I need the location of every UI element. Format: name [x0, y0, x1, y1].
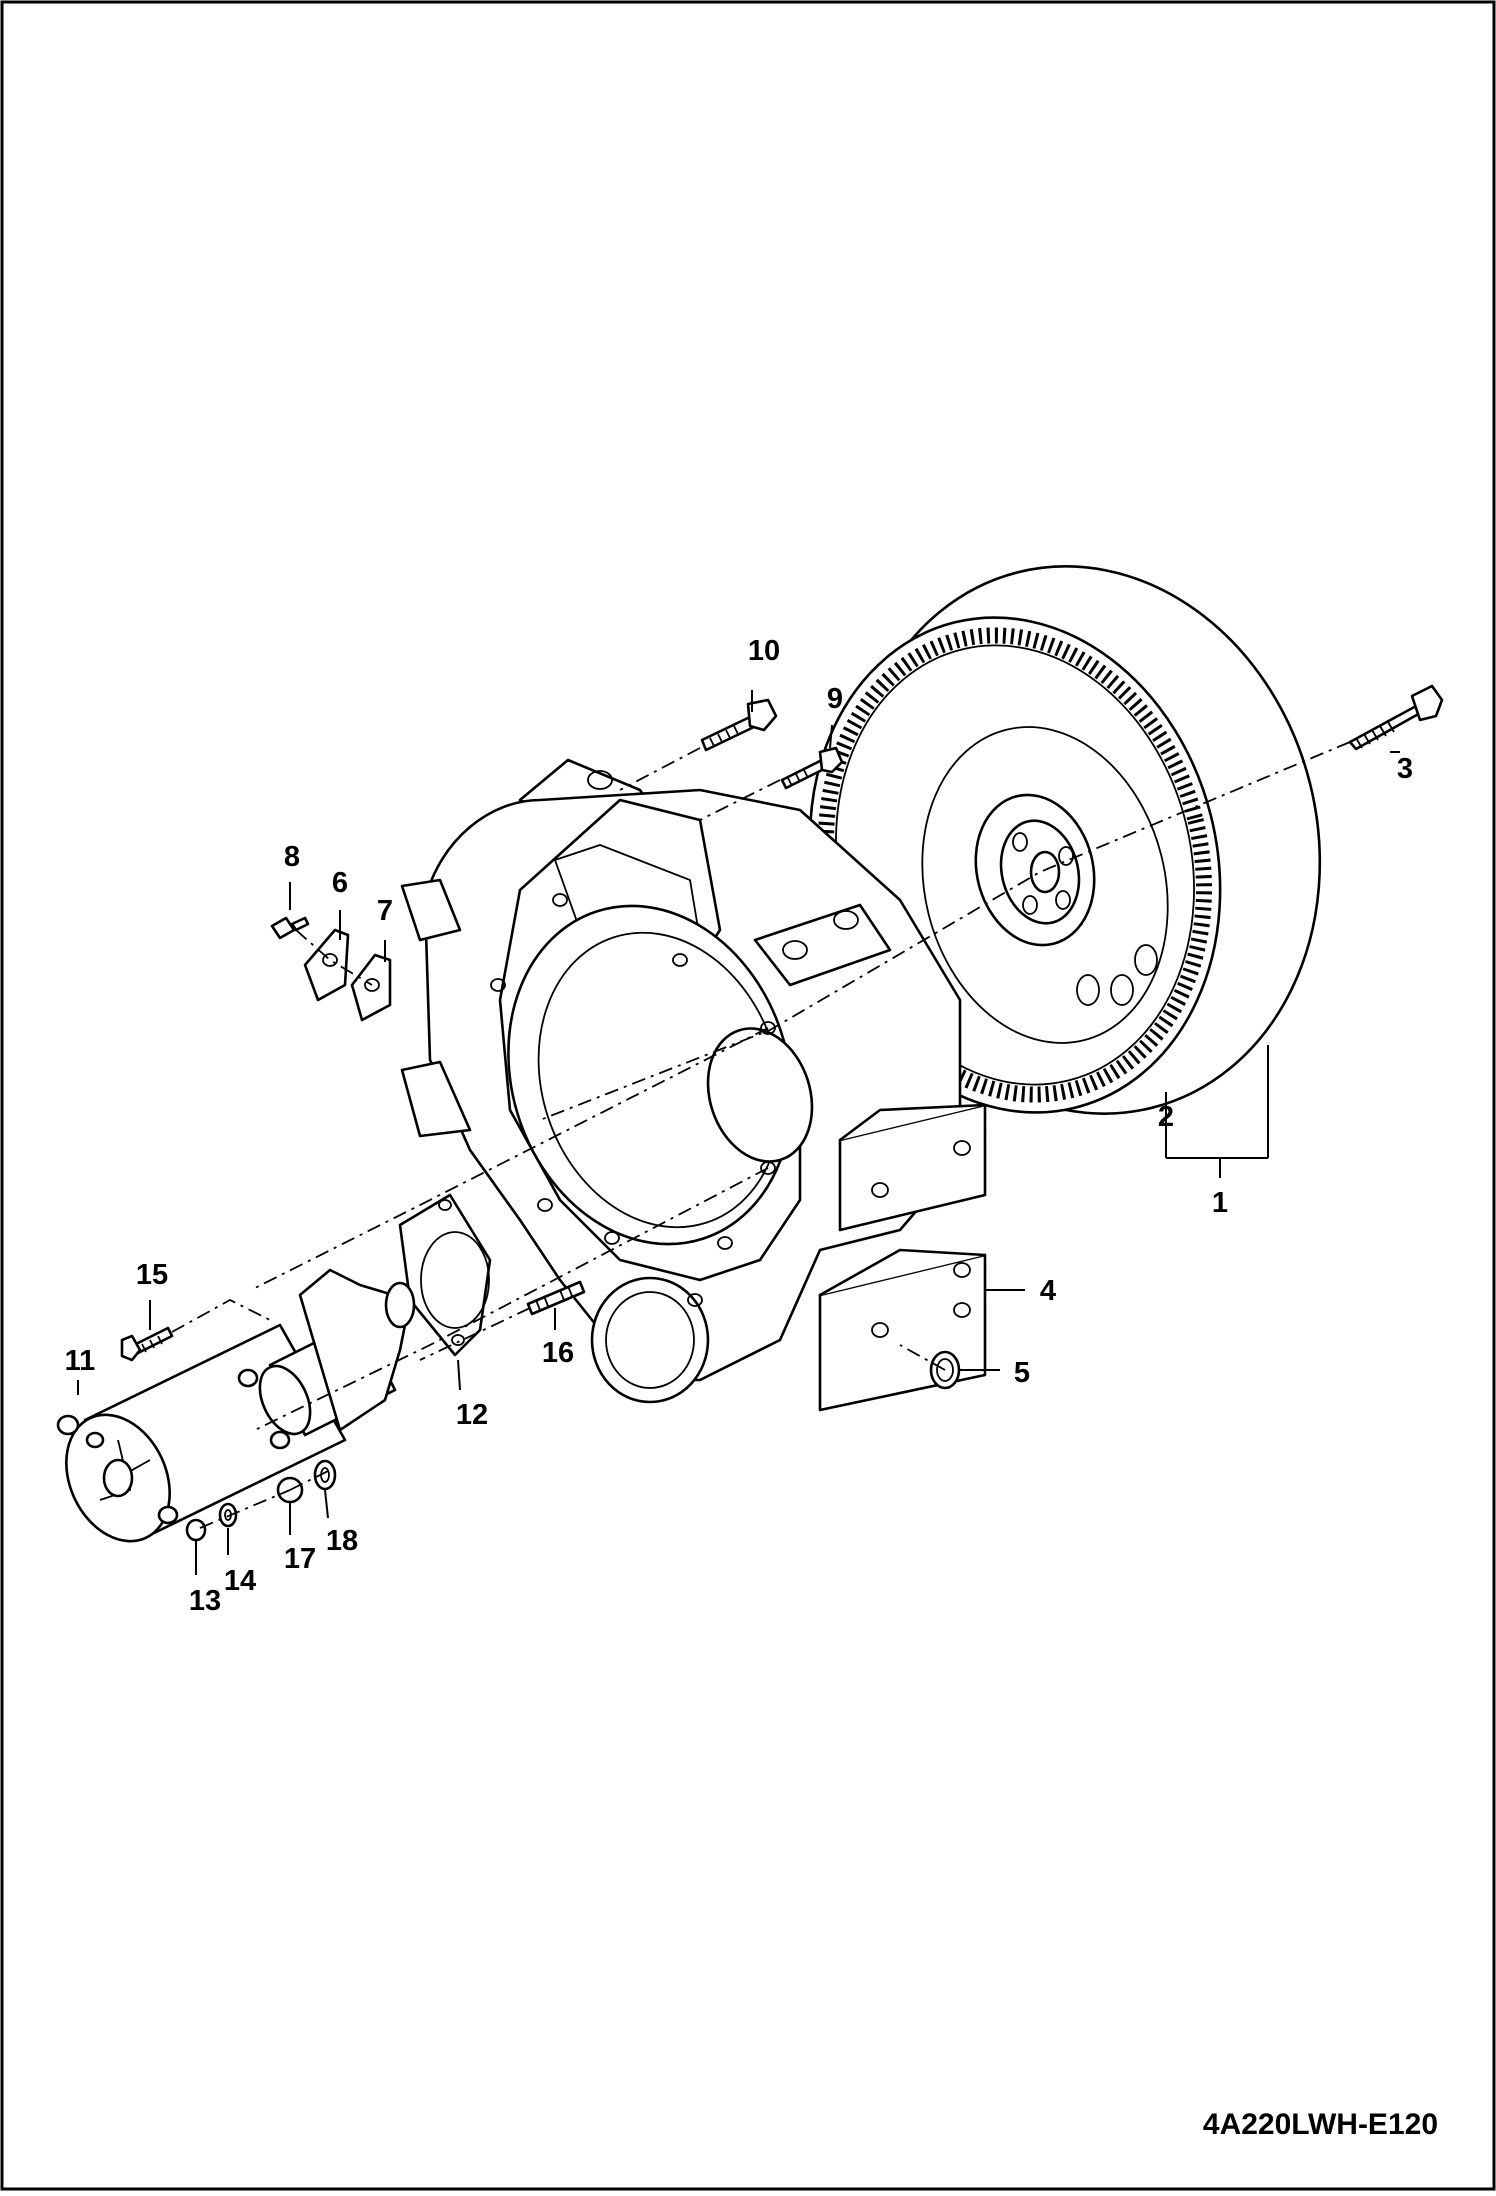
callout-13: 13	[189, 1585, 221, 1617]
callout-14: 14	[224, 1565, 256, 1597]
drawing-code: 4A220LWH-E120	[1203, 2108, 1438, 2141]
callout-1: 1	[1212, 1187, 1228, 1219]
flywheel-housing	[400, 758, 987, 1412]
callout-labels: 1 2 3 4 5 6 7 8 9 10 11 12 13 14 15 16 1…	[65, 635, 1413, 1617]
callout-2: 2	[1158, 1101, 1174, 1133]
callout-10: 10	[748, 635, 780, 667]
cover-plate	[303, 928, 350, 1002]
starter-stud	[526, 1280, 586, 1316]
callout-8: 8	[284, 841, 300, 873]
callout-6: 6	[332, 867, 348, 899]
callout-16: 16	[542, 1337, 574, 1369]
callout-leaders	[77, 690, 1400, 1575]
callout-5: 5	[1014, 1357, 1030, 1389]
starter-gasket	[398, 1193, 492, 1357]
starter-motor	[56, 1268, 416, 1543]
starter-mount-bolt	[120, 1326, 174, 1362]
callout-4: 4	[1040, 1275, 1056, 1307]
callout-15: 15	[136, 1259, 168, 1291]
starter-washer-lower	[218, 1502, 238, 1528]
starter-nut-lower	[185, 1518, 207, 1542]
cover-bolt	[270, 916, 310, 940]
callout-3: 3	[1397, 753, 1413, 785]
callout-12: 12	[456, 1399, 488, 1431]
callout-17: 17	[284, 1543, 316, 1575]
terminal-washer	[313, 1459, 337, 1491]
housing-bolt-short	[780, 746, 844, 790]
callout-9: 9	[827, 683, 843, 715]
assembly-center-lines	[171, 741, 1351, 1529]
callout-18: 18	[326, 1525, 358, 1557]
flywheel-bolt	[1348, 684, 1444, 751]
cover-gasket	[350, 953, 392, 1022]
callout-7: 7	[377, 895, 393, 927]
housing-bolt-long	[700, 698, 778, 752]
callout-11: 11	[65, 1345, 96, 1377]
